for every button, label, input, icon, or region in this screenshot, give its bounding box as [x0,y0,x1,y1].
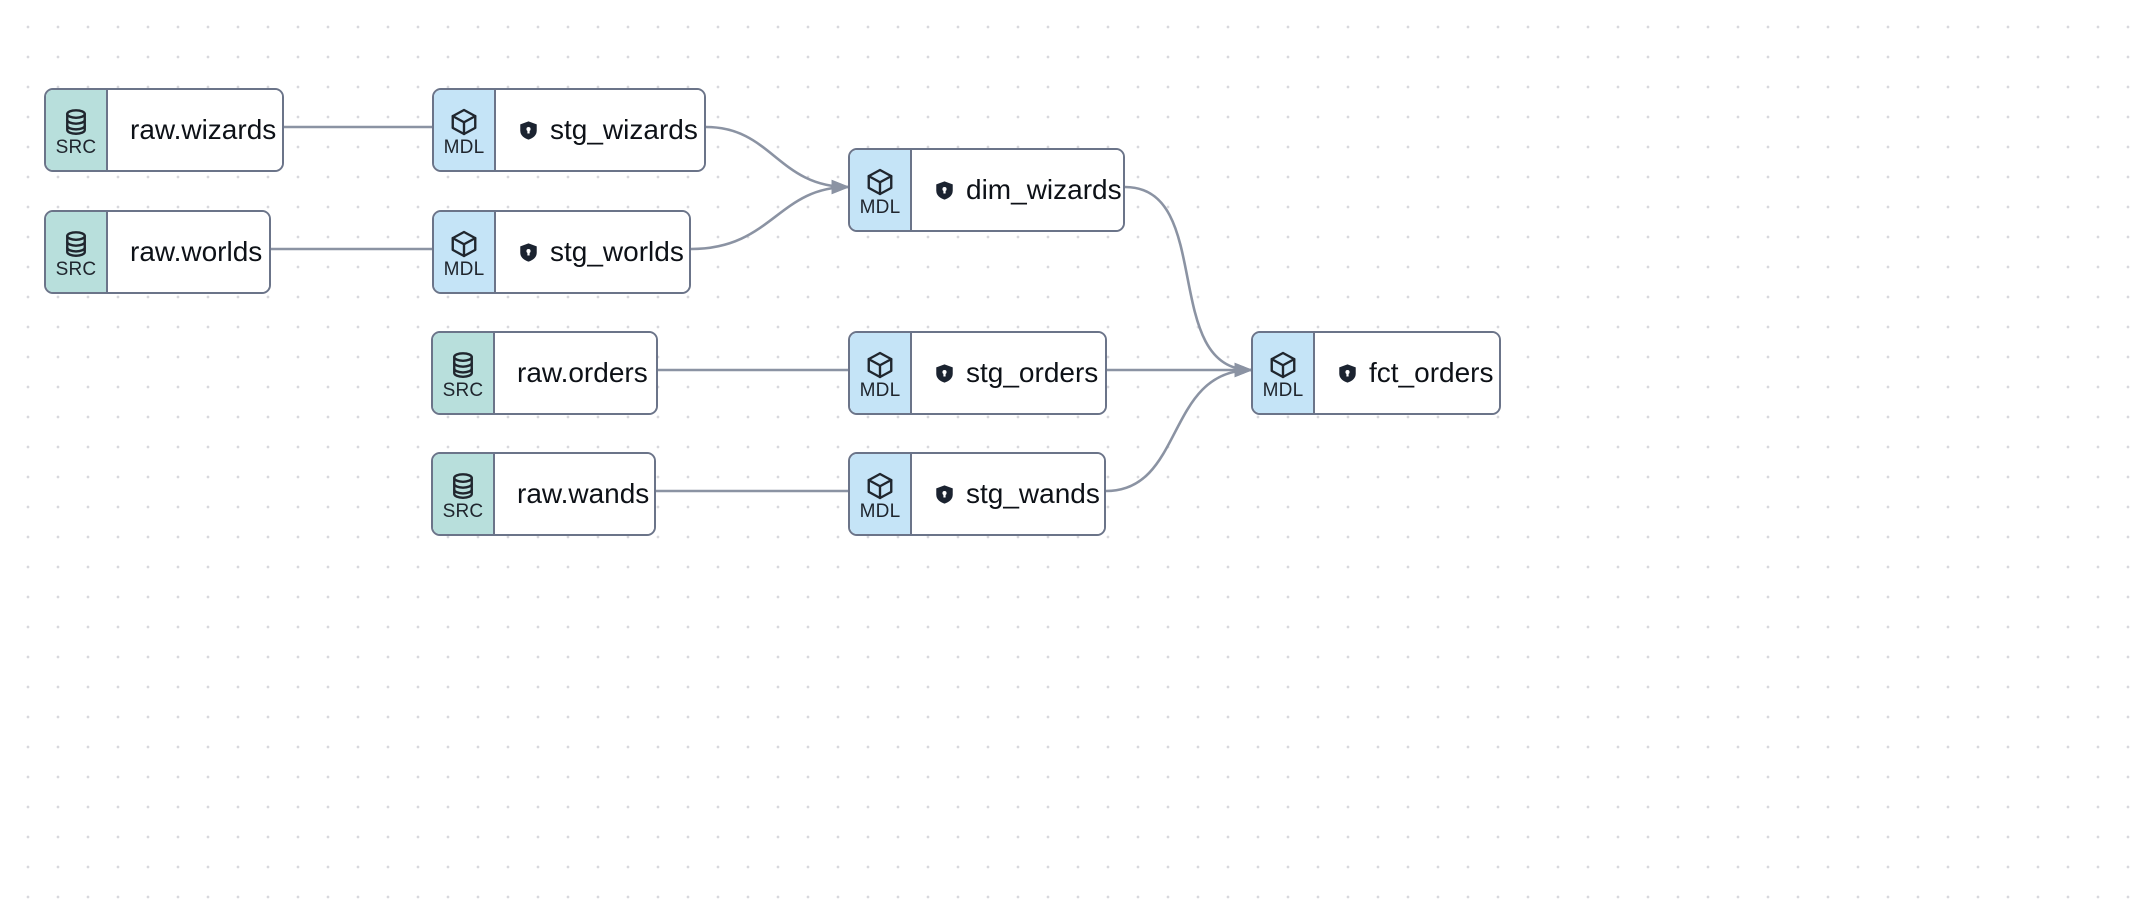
node-body: fct_orders [1315,333,1499,413]
lineage-node-raw_worlds[interactable]: SRC raw.worlds [44,210,271,294]
node-type-label: MDL [859,196,901,218]
node-name-label: raw.orders [517,357,648,388]
lineage-node-dim_wizards[interactable]: MDL dim_wizards [848,148,1125,232]
shield-lock-icon [1337,362,1358,385]
shield-lock-icon [934,483,955,506]
cube-icon [1267,350,1299,380]
node-type-badge: SRC [433,333,495,413]
lineage-node-stg_orders[interactable]: MDL stg_orders [848,331,1107,415]
lineage-node-stg_wizards[interactable]: MDL stg_wizards [432,88,706,172]
node-type-badge: SRC [46,212,108,292]
database-icon [447,350,479,380]
shield-lock-icon [934,179,955,202]
node-type-badge: MDL [850,150,912,230]
lineage-edge[interactable] [1105,362,1253,493]
shield-lock-icon [518,241,539,264]
node-type-badge: MDL [850,454,912,534]
node-name-label: stg_wizards [550,114,698,145]
node-body: stg_wands [912,454,1104,534]
node-type-badge: MDL [434,212,496,292]
lineage-node-raw_orders[interactable]: SRC raw.orders [431,331,658,415]
lineage-edge[interactable] [1124,185,1253,378]
node-name-label: stg_orders [966,357,1099,388]
lineage-node-stg_worlds[interactable]: MDL stg_worlds [432,210,691,294]
database-icon [447,471,479,501]
lineage-node-fct_orders[interactable]: MDL fct_orders [1251,331,1501,415]
node-body: raw.wands [495,454,654,534]
shield-lock-icon [934,362,955,385]
node-name-label: stg_wands [966,478,1100,509]
node-name-label: raw.wands [517,478,650,509]
node-body: stg_worlds [496,212,689,292]
node-body: raw.orders [495,333,656,413]
lineage-edge[interactable] [705,125,850,195]
node-type-label: MDL [443,136,485,158]
node-type-label: MDL [859,500,901,522]
cube-icon [448,107,480,137]
node-body: dim_wizards [912,150,1123,230]
node-body: stg_wizards [496,90,704,170]
node-name-label: stg_worlds [550,236,684,267]
node-type-label: MDL [1262,379,1304,401]
lineage-node-raw_wands[interactable]: SRC raw.wands [431,452,656,536]
cube-icon [864,471,896,501]
lineage-node-stg_wands[interactable]: MDL stg_wands [848,452,1106,536]
database-icon [60,107,92,137]
node-body: raw.worlds [108,212,269,292]
node-name-label: raw.worlds [130,236,263,267]
node-type-label: SRC [442,500,484,522]
node-type-badge: SRC [46,90,108,170]
node-name-label: fct_orders [1369,357,1494,388]
cube-icon [864,350,896,380]
cube-icon [864,167,896,197]
node-type-label: MDL [443,258,485,280]
node-type-label: SRC [442,379,484,401]
node-type-label: SRC [55,258,97,280]
node-type-badge: SRC [433,454,495,534]
shield-lock-icon [518,119,539,142]
database-icon [60,229,92,259]
node-type-label: MDL [859,379,901,401]
cube-icon [448,229,480,259]
node-name-label: dim_wizards [966,174,1122,205]
lineage-node-raw_wizards[interactable]: SRC raw.wizards [44,88,284,172]
node-body: stg_orders [912,333,1105,413]
node-type-badge: MDL [850,333,912,413]
node-type-badge: MDL [434,90,496,170]
node-type-label: SRC [55,136,97,158]
node-body: raw.wizards [108,90,282,170]
node-type-badge: MDL [1253,333,1315,413]
node-name-label: raw.wizards [130,114,277,145]
lineage-edge[interactable] [690,179,850,251]
